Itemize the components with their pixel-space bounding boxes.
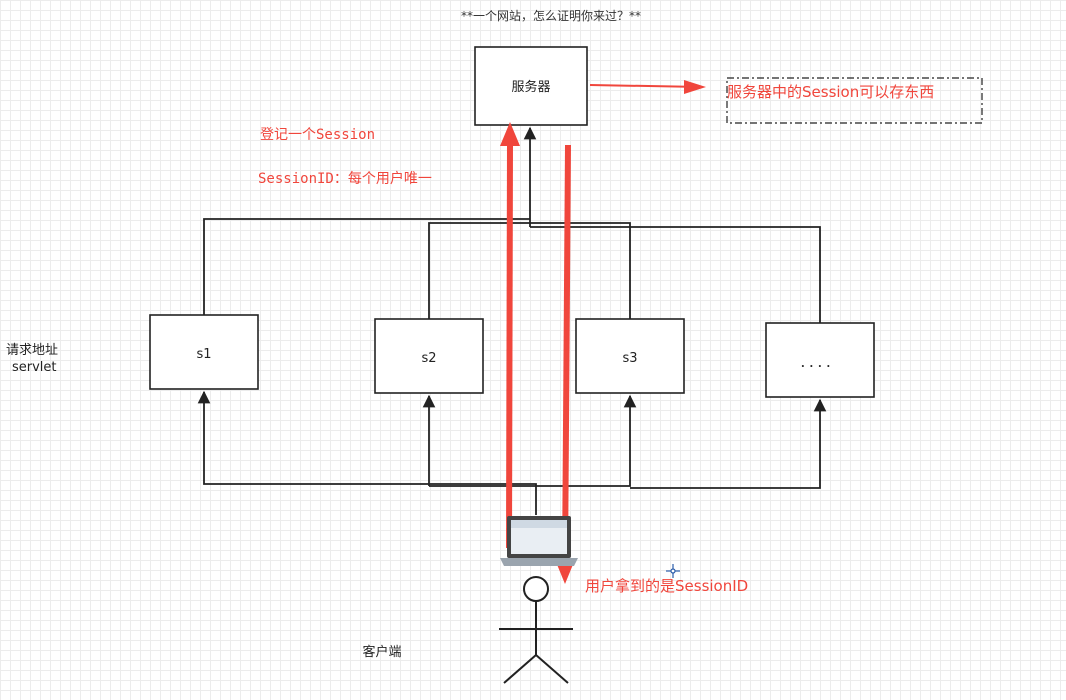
servlet-s1-box xyxy=(149,314,259,390)
response-arrow-head xyxy=(556,562,574,584)
connector-dots-up xyxy=(530,226,821,323)
request-arrow-line xyxy=(506,141,513,549)
request-arrow-head xyxy=(500,122,520,146)
connector-s1-up xyxy=(203,218,530,315)
server-to-note-arrow-head xyxy=(684,80,706,94)
servlet-s3-label: s3 xyxy=(622,351,637,366)
servlet-more: ．．．． xyxy=(765,322,875,398)
request-address-label: 请求地址 xyxy=(6,343,58,358)
servlet-s3: s3 xyxy=(575,318,685,394)
client-to-servlet-connectors xyxy=(197,390,827,515)
connector-client-more xyxy=(630,398,827,489)
register-session-note: 登记一个Session xyxy=(260,127,375,143)
laptop-icon xyxy=(500,516,578,566)
server-to-note-arrow xyxy=(589,84,703,88)
servlet-more-box xyxy=(765,322,875,398)
cursor-crosshair-icon xyxy=(666,564,680,578)
session-flow-arrows xyxy=(500,122,574,584)
servlet-s2: s2 xyxy=(374,318,484,394)
servlet-side-label: servlet xyxy=(12,360,57,375)
servlet-s1: s1 xyxy=(149,314,259,390)
servlet-to-server-connectors xyxy=(203,126,821,323)
servlet-s2-box xyxy=(374,318,484,394)
server-storage-note: 服务器中的Session可以存东西 xyxy=(727,83,934,101)
diagram-title: **一个网站，怎么证明你来过？** xyxy=(461,8,641,23)
session-id-note: SessionID：每个用户唯一 xyxy=(258,170,432,187)
response-arrow-line xyxy=(562,144,571,567)
server-box xyxy=(474,46,588,126)
server-node: 服务器 xyxy=(474,46,588,126)
connector-client-s3 xyxy=(429,394,637,487)
servlet-s3-box xyxy=(575,318,685,394)
user-figure-icon xyxy=(499,576,573,684)
servlet-more-label: ．．．． xyxy=(800,356,841,371)
client-label: 客户端 xyxy=(362,644,401,660)
servlet-s1-label: s1 xyxy=(196,347,211,362)
servlet-s2-label: s2 xyxy=(421,351,436,366)
user-gets-session-id-note: 用户拿到的是SessionID xyxy=(585,577,748,595)
connector-client-s1 xyxy=(197,390,537,515)
connector-s2-up xyxy=(428,222,631,319)
server-label: 服务器 xyxy=(511,79,550,95)
